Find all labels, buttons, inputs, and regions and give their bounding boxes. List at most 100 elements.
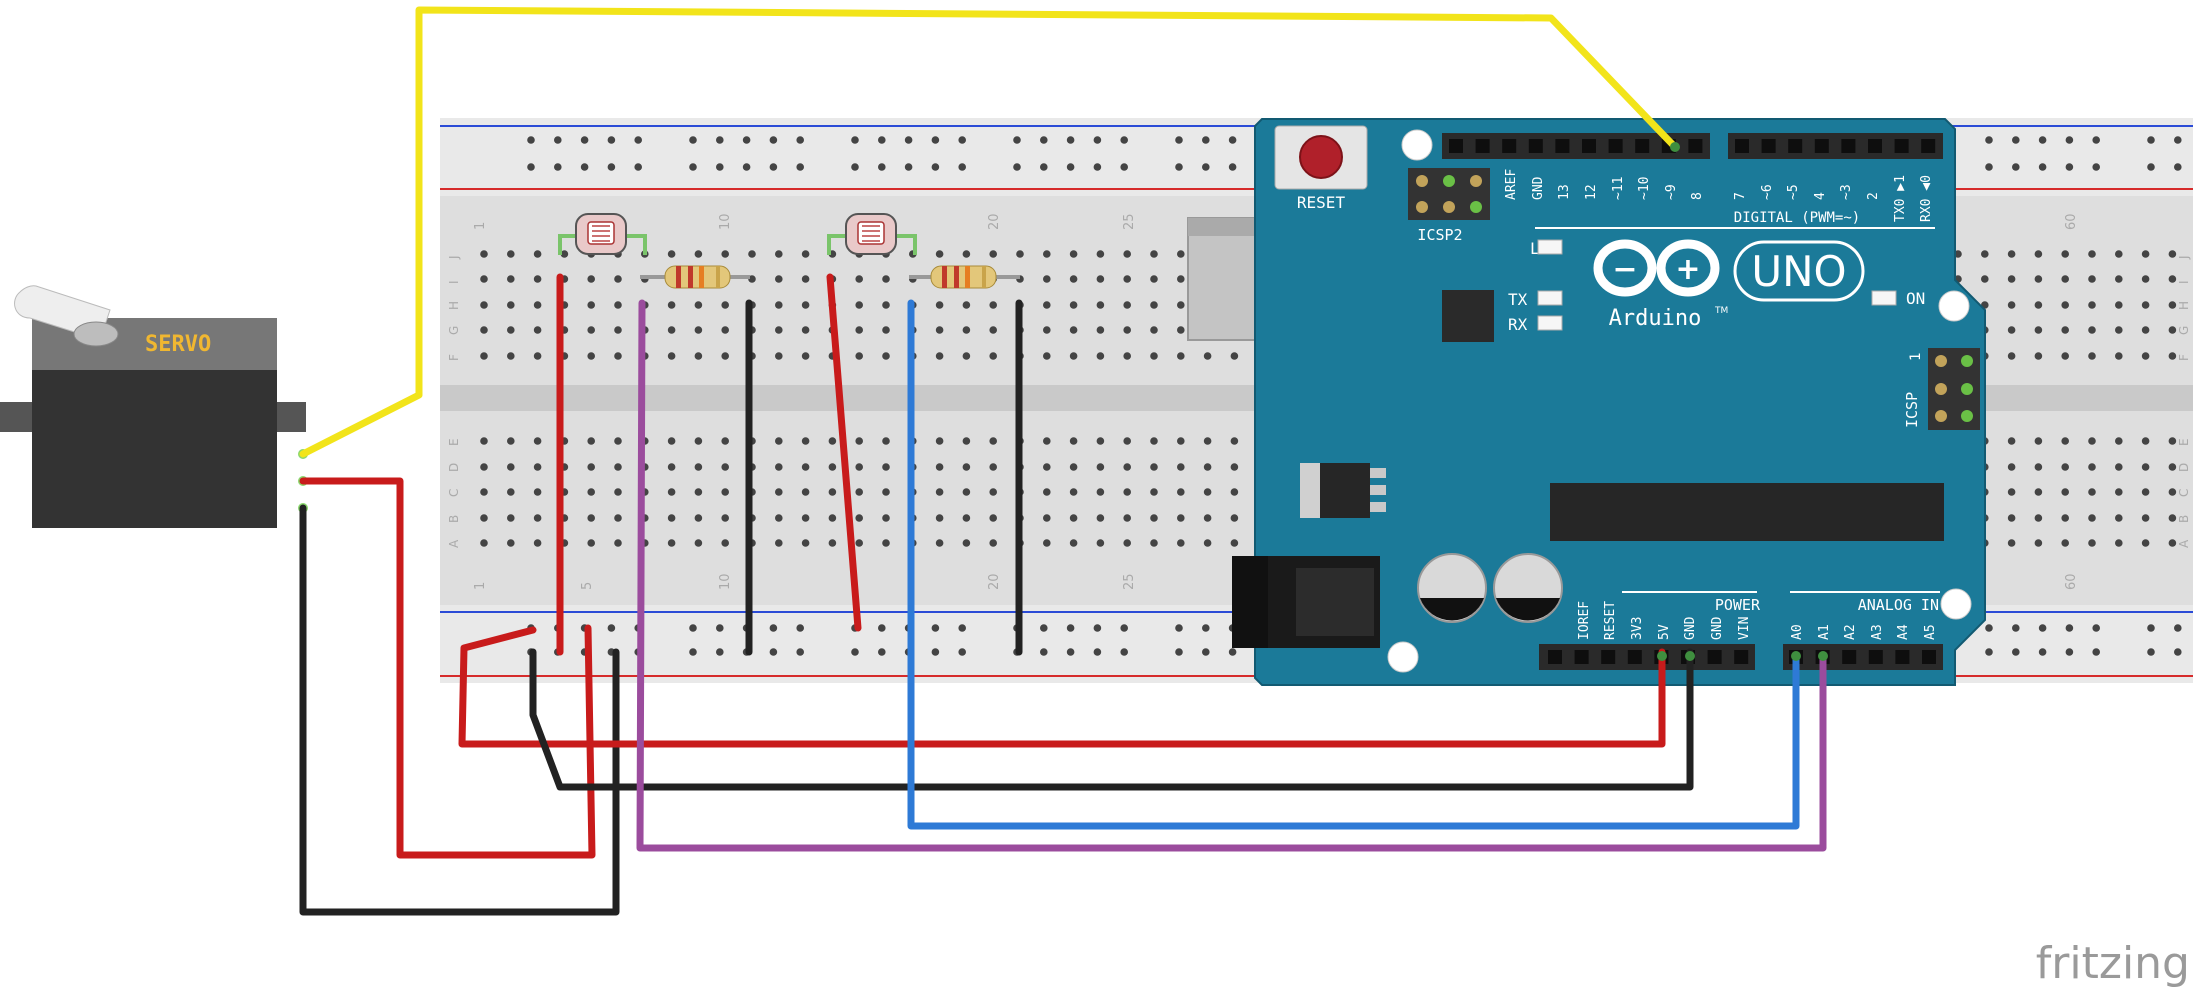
breadboard-hole	[2092, 648, 2100, 656]
row-letter: B	[2177, 515, 2191, 523]
wire-black-gnd[interactable]	[529, 648, 1694, 791]
photoresistor-1[interactable]	[558, 213, 647, 255]
breadboard-hole	[1203, 437, 1212, 445]
wire-purple-a1[interactable]	[636, 299, 1827, 852]
breadboard-hole	[1013, 163, 1021, 171]
breadboard-hole	[480, 250, 488, 258]
breadboard-hole	[667, 301, 676, 309]
breadboard-hole	[507, 352, 515, 360]
breadboard-hole	[1096, 514, 1105, 522]
breadboard-hole	[828, 437, 837, 445]
breadboard-hole	[2038, 163, 2047, 171]
header-pin[interactable]	[1601, 650, 1616, 664]
header-pin[interactable]	[1761, 139, 1776, 153]
breadboard-hole	[958, 136, 966, 144]
uno-badge	[1733, 240, 1865, 302]
row-letter: B	[447, 515, 461, 523]
header-pin[interactable]	[1574, 650, 1589, 664]
breadboard-hole	[634, 136, 642, 144]
breadboard-hole	[2061, 463, 2069, 471]
resistor-1[interactable]	[640, 265, 750, 289]
pin-label: 5V	[1657, 624, 1672, 640]
breadboard-hole	[989, 326, 997, 334]
header-pin[interactable]	[1734, 650, 1749, 664]
breadboard-hole	[2141, 326, 2150, 334]
breadboard-hole	[878, 163, 886, 171]
wire-red-5v[interactable]	[458, 626, 1666, 748]
dc-power-jack[interactable]	[1232, 556, 1380, 648]
pin-label: 3V3	[1630, 617, 1645, 640]
header-pin[interactable]	[1548, 650, 1562, 664]
breadboard-hole	[480, 301, 488, 309]
header-pin[interactable]	[1868, 650, 1883, 664]
pin-label: ~10	[1637, 177, 1652, 200]
wire-black-servo-ground[interactable]	[299, 504, 620, 916]
header-pin[interactable]	[1528, 139, 1543, 153]
breadboard-hole	[962, 326, 971, 334]
row-letter: A	[447, 539, 461, 548]
header-pin[interactable]	[1555, 139, 1570, 153]
breadboard-hole	[1123, 301, 1131, 309]
breadboard-hole	[507, 250, 515, 258]
header-pin[interactable]	[1841, 139, 1856, 153]
header-pin[interactable]	[1735, 139, 1749, 153]
wire-red-ldr2[interactable]	[826, 273, 862, 632]
led-on	[1871, 290, 1897, 306]
header-pin[interactable]	[1688, 139, 1703, 153]
photoresistor-2[interactable]	[827, 213, 917, 255]
breadboard-hole	[2092, 624, 2100, 632]
row-letter: F	[447, 354, 461, 361]
breadboard-hole	[1177, 250, 1185, 258]
header-pin[interactable]	[1707, 650, 1722, 664]
header-pin[interactable]	[1814, 139, 1829, 153]
header-pin[interactable]	[1895, 650, 1910, 664]
breadboard-hole	[1175, 648, 1183, 656]
wire-yellow-signal[interactable]	[299, 6, 1679, 458]
wire-blue-a0[interactable]	[907, 299, 1800, 830]
header-pin[interactable]	[1635, 139, 1650, 153]
reset-button[interactable]	[1299, 135, 1343, 179]
col-number: 20	[987, 573, 1002, 590]
header-pin[interactable]	[1922, 650, 1936, 664]
header-pin[interactable]	[1868, 139, 1882, 153]
header-pin[interactable]	[1449, 139, 1463, 153]
header-pin[interactable]	[1502, 139, 1517, 153]
breadboard-hole	[2007, 352, 2016, 360]
header-pin[interactable]	[1842, 650, 1857, 664]
breadboard-hole	[480, 514, 488, 522]
row-letter: C	[2177, 489, 2191, 497]
breadboard-hole	[748, 275, 756, 283]
breadboard-hole	[2061, 488, 2069, 496]
header-pin[interactable]	[1921, 139, 1936, 153]
servo-motor[interactable]: SERVO	[0, 285, 308, 528]
breadboard-hole	[2012, 648, 2020, 656]
breadboard-hole	[1150, 301, 1158, 309]
header-pin[interactable]	[1788, 139, 1803, 153]
pin-label: 7	[1733, 192, 1748, 200]
wire-red-servo-power[interactable]	[299, 477, 596, 859]
breadboard-hole	[1066, 648, 1075, 656]
breadboard-hole	[796, 163, 804, 171]
breadboard-hole	[1069, 463, 1078, 471]
breadboard-hole	[1203, 539, 1212, 547]
header-pin[interactable]	[1582, 139, 1596, 153]
resistor-2[interactable]	[909, 265, 1020, 289]
header-pin[interactable]	[1627, 650, 1642, 664]
breadboard-hole	[1203, 514, 1212, 522]
breadboard-hole	[2034, 352, 2043, 360]
logo-minus: −	[1612, 252, 1637, 287]
breadboard-hole	[878, 624, 886, 632]
breadboard-hole	[2141, 463, 2150, 471]
wires	[299, 6, 1827, 916]
header-pin[interactable]	[1608, 139, 1623, 153]
pin-label: A4	[1896, 624, 1911, 640]
breadboard-hole	[1985, 136, 1993, 144]
breadboard-hole	[1069, 437, 1078, 445]
breadboard-hole	[882, 488, 890, 496]
header-pin[interactable]	[1475, 139, 1490, 153]
header-pin[interactable]	[1894, 139, 1909, 153]
arduino-uno[interactable]: RESET ICSP2 AREF GND 13 12 ~11 ~10 ~9 8 …	[1187, 118, 1986, 686]
breadboard-hole	[2007, 275, 2016, 283]
atmega-chip	[1550, 483, 1944, 541]
breadboard-hole	[962, 539, 971, 547]
